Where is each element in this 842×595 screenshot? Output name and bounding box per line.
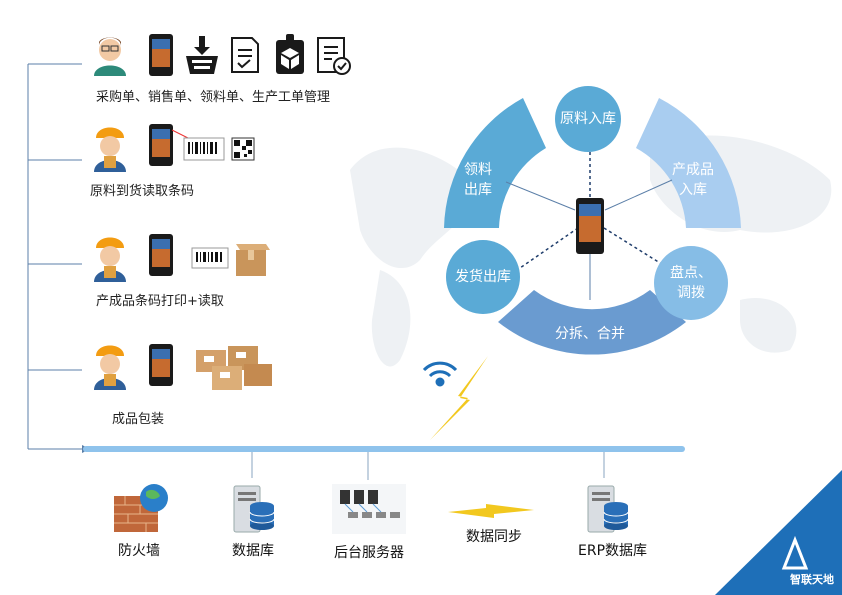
database-label: 数据库	[232, 543, 274, 559]
handheld-terminal-icon	[149, 34, 173, 76]
row4-label: 成品包装	[112, 412, 165, 427]
wheel-node-top: 原料入库	[555, 86, 621, 152]
handheld-terminal-icon	[149, 344, 173, 386]
checklist-document-icon	[231, 37, 259, 73]
download-basket-icon	[186, 36, 218, 74]
approved-document-icon	[317, 37, 351, 75]
office-worker-icon	[94, 37, 126, 76]
warehouse-worker-icon	[94, 127, 126, 172]
wheel-node-left: 发货出库	[446, 240, 520, 314]
sync-label: 数据同步	[466, 529, 522, 545]
barcode-label-icon	[191, 247, 229, 269]
wifi-icon	[422, 361, 458, 387]
erp-label: ERP数据库	[578, 543, 648, 559]
server-label: 后台服务器	[334, 545, 404, 561]
corner-triangle	[715, 470, 842, 595]
erp-database-icon	[587, 485, 629, 533]
brand-name: 智联天地	[790, 573, 834, 586]
handheld-terminal-icon	[149, 234, 173, 276]
wheel-right-top-label: 产成品入库	[672, 162, 714, 198]
handheld-terminal-icon	[149, 124, 197, 166]
warehouse-worker-icon	[94, 345, 126, 390]
brand-logo-icon	[781, 535, 809, 570]
row2-label: 原料到货读取条码	[90, 184, 195, 199]
server-network-icon	[332, 484, 406, 534]
database-server-icon	[233, 485, 275, 533]
cardboard-box-icon	[236, 244, 270, 276]
sync-lightning-icon	[448, 504, 534, 518]
warehouse-worker-icon	[94, 237, 126, 282]
package-badge-icon	[276, 34, 304, 74]
firewall-icon	[114, 484, 168, 532]
wheel-bottom-label: 分拆、合并	[555, 326, 625, 342]
center-terminal-icon	[576, 198, 604, 254]
barcode-label-icon	[183, 137, 225, 161]
stacked-boxes-icon	[196, 346, 272, 390]
qr-code-icon	[231, 137, 255, 161]
wheel-left-top-label: 领料出库	[464, 162, 492, 198]
row1-label: 采购单、销售单、领料单、生产工单管理	[96, 90, 331, 105]
wheel-segment-right-top	[636, 98, 741, 228]
wheel-segment-bottom	[498, 290, 686, 355]
wheel-node-right: 盘点、调拨	[654, 246, 728, 320]
lightning-bolt-icon	[430, 356, 488, 440]
wheel-segment-left-top	[444, 98, 546, 228]
firewall-label: 防火墙	[118, 543, 160, 559]
row3-label: 产成品条码打印+读取	[96, 294, 224, 309]
